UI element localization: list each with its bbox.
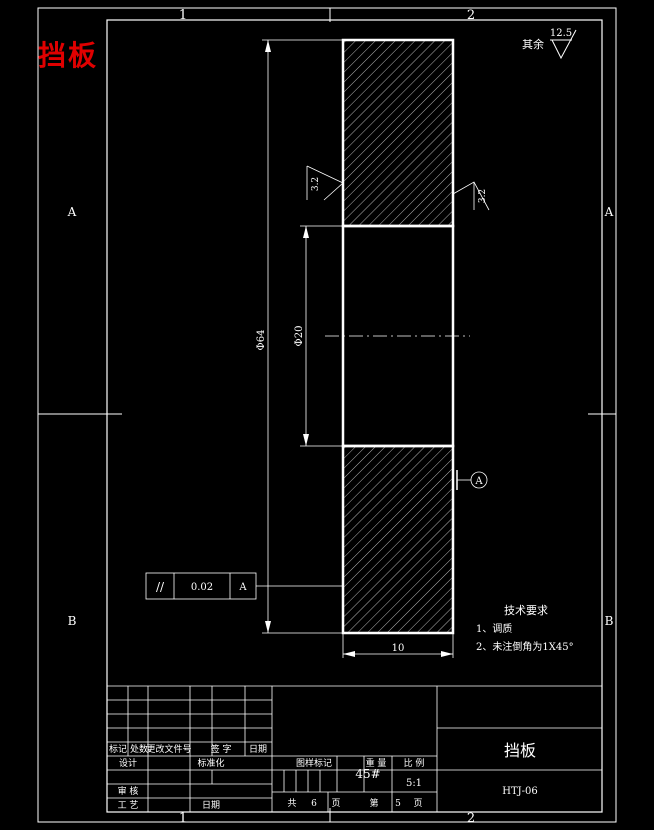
grid-col-1-top: 1: [179, 8, 187, 23]
outer-diameter-dimension: [262, 39, 343, 634]
grid-col-2-top: 2: [467, 8, 475, 23]
tech-req-item-1: 1、调质: [476, 623, 512, 635]
rev-header-sign: 签 字: [211, 743, 232, 755]
process-label: 工 艺: [118, 800, 139, 811]
inner-diameter-label: Φ20: [294, 326, 305, 347]
tech-req-heading: 技术要求: [504, 604, 548, 617]
grid-row-b-left: B: [68, 614, 77, 628]
thickness-dimension: [342, 633, 454, 658]
part-section: [325, 38, 470, 635]
roughness-left-symbol: [306, 165, 344, 201]
grid-row-a-right: A: [604, 205, 614, 219]
grid-col-1-bottom: 1: [179, 811, 187, 826]
scale-value: 5:1: [406, 778, 422, 789]
rev-header-mark: 标记: [109, 743, 127, 755]
part-name: 挡板: [504, 741, 536, 760]
sheets-total-prefix: 共: [287, 798, 296, 809]
grid-row-a-left: A: [67, 205, 77, 219]
roughness-other-label: 其余: [522, 37, 544, 51]
roughness-other-symbol: [550, 29, 577, 60]
section-upper: [341, 38, 455, 228]
tolerance-datum: A: [238, 582, 247, 593]
sheet-no-value: 5: [395, 799, 401, 809]
tolerance-value: 0.02: [191, 582, 213, 593]
grid-col-2-bottom: 2: [467, 811, 475, 826]
outer-diameter-label: Φ64: [256, 330, 267, 351]
drawing-number: HTJ-06: [502, 786, 538, 797]
datum-marker: [456, 470, 488, 490]
scale-label: 比 例: [404, 757, 425, 769]
sheet-no-word: 页: [413, 798, 422, 809]
sheets-total-value: 6: [311, 799, 317, 809]
section-lower: [341, 444, 455, 635]
drawing-title: 挡板: [38, 39, 99, 72]
review-label: 审 核: [118, 785, 139, 797]
inner-border: [106, 19, 603, 813]
material-value: 45#: [355, 767, 380, 781]
sheets-total-word: 页: [331, 798, 340, 809]
sheet-no-prefix: 第: [369, 797, 378, 809]
standardize-label: 标准化: [197, 757, 224, 769]
weight-label: 重 量: [366, 757, 387, 769]
datum-label: A: [474, 476, 483, 487]
date-label: 日期: [202, 800, 220, 811]
inner-diameter-dimension: [300, 225, 343, 447]
grid-row-b-right: B: [605, 614, 614, 628]
rev-header-doc: 更改文件号: [146, 743, 191, 755]
tolerance-frame: [145, 572, 343, 600]
outer-border: [37, 7, 617, 823]
rev-header-count: 处数: [130, 743, 148, 755]
thickness-label: 10: [392, 643, 405, 654]
roughness-right-symbol: [452, 181, 490, 211]
roughness-other-value: 12.5: [550, 28, 572, 39]
rev-header-date: 日期: [249, 744, 267, 755]
stage-mark-label: 图样标记: [296, 757, 332, 769]
roughness-right-value: 3.2: [478, 189, 488, 203]
roughness-left-value: 3.2: [311, 177, 321, 191]
tech-req-item-2: 2、未注倒角为1X45°: [476, 640, 574, 653]
title-block: [107, 685, 602, 812]
design-label: 设计: [119, 757, 137, 769]
tolerance-symbol: //: [156, 580, 165, 594]
